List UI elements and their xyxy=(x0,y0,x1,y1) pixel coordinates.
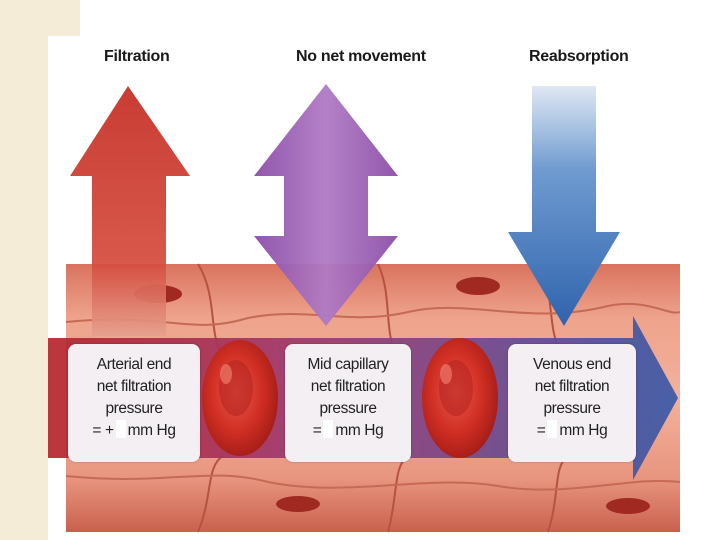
mid-capillary-title: Mid capillary xyxy=(307,356,389,373)
filtration-arrow xyxy=(70,86,190,336)
no-net-movement-label: No net movement xyxy=(296,48,426,65)
capillary-exchange-figure: Filtration No net movement Reabsorption … xyxy=(48,36,680,540)
slide-side-strip xyxy=(0,36,48,540)
endothelial-nucleus xyxy=(276,496,320,512)
mid-capillary-box: Mid capillary net filtration pressure =m… xyxy=(285,344,411,462)
filtration-label: Filtration xyxy=(104,48,170,65)
blank-value xyxy=(323,420,334,438)
blank-value xyxy=(547,420,558,438)
capillary-diagram xyxy=(48,84,680,533)
venous-end-subtitle: net filtration pressure xyxy=(534,378,610,417)
red-blood-cell xyxy=(202,340,278,456)
reabsorption-arrow xyxy=(508,86,620,326)
venous-end-box: Venous end net filtration pressure =mm H… xyxy=(508,344,636,462)
red-blood-cell xyxy=(422,338,498,458)
venous-end-value: =mm Hg xyxy=(536,420,608,439)
no-net-movement-arrow xyxy=(254,84,398,326)
arterial-end-title: Arterial end xyxy=(96,356,172,373)
arterial-end-subtitle: net filtration pressure xyxy=(96,378,172,417)
endothelial-nucleus xyxy=(456,277,500,295)
arterial-end-value: = +mm Hg xyxy=(92,420,176,439)
mid-capillary-subtitle: net filtration pressure xyxy=(310,378,386,417)
blank-value xyxy=(115,420,126,438)
mid-capillary-value: =mm Hg xyxy=(312,420,384,439)
slide-corner-decoration xyxy=(0,0,80,36)
endothelial-nucleus xyxy=(606,498,650,514)
reabsorption-label: Reabsorption xyxy=(529,48,629,65)
venous-end-title: Venous end xyxy=(533,356,611,373)
arterial-end-box: Arterial end net filtration pressure = +… xyxy=(68,344,200,462)
